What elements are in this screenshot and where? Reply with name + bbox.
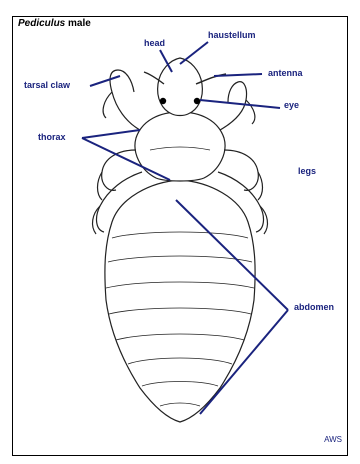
title-sex: male (68, 18, 91, 29)
label-antenna: antenna (268, 68, 303, 78)
diagram-title: Pediculus male (18, 18, 91, 29)
eye-right (194, 98, 200, 104)
label-eye: eye (284, 100, 299, 110)
label-abdomen: abdomen (294, 302, 334, 312)
title-genus: Pediculus (18, 18, 65, 29)
abdomen-shape (105, 180, 255, 422)
leg-left-front (110, 70, 140, 130)
leg-right-front (220, 82, 247, 130)
label-legs: legs (298, 166, 316, 176)
credit: AWS (324, 435, 342, 444)
label-tarsal-claw: tarsal claw (24, 80, 70, 90)
eye-left (160, 98, 166, 104)
label-head: head (144, 38, 165, 48)
leader-haustellum (180, 42, 208, 64)
leader-eye (200, 100, 280, 108)
head-shape (158, 58, 203, 116)
leader-tarsal-claw (90, 76, 120, 86)
leader-thorax-2 (82, 130, 140, 138)
label-thorax: thorax (38, 132, 66, 142)
label-haustellum: haustellum (208, 30, 256, 40)
